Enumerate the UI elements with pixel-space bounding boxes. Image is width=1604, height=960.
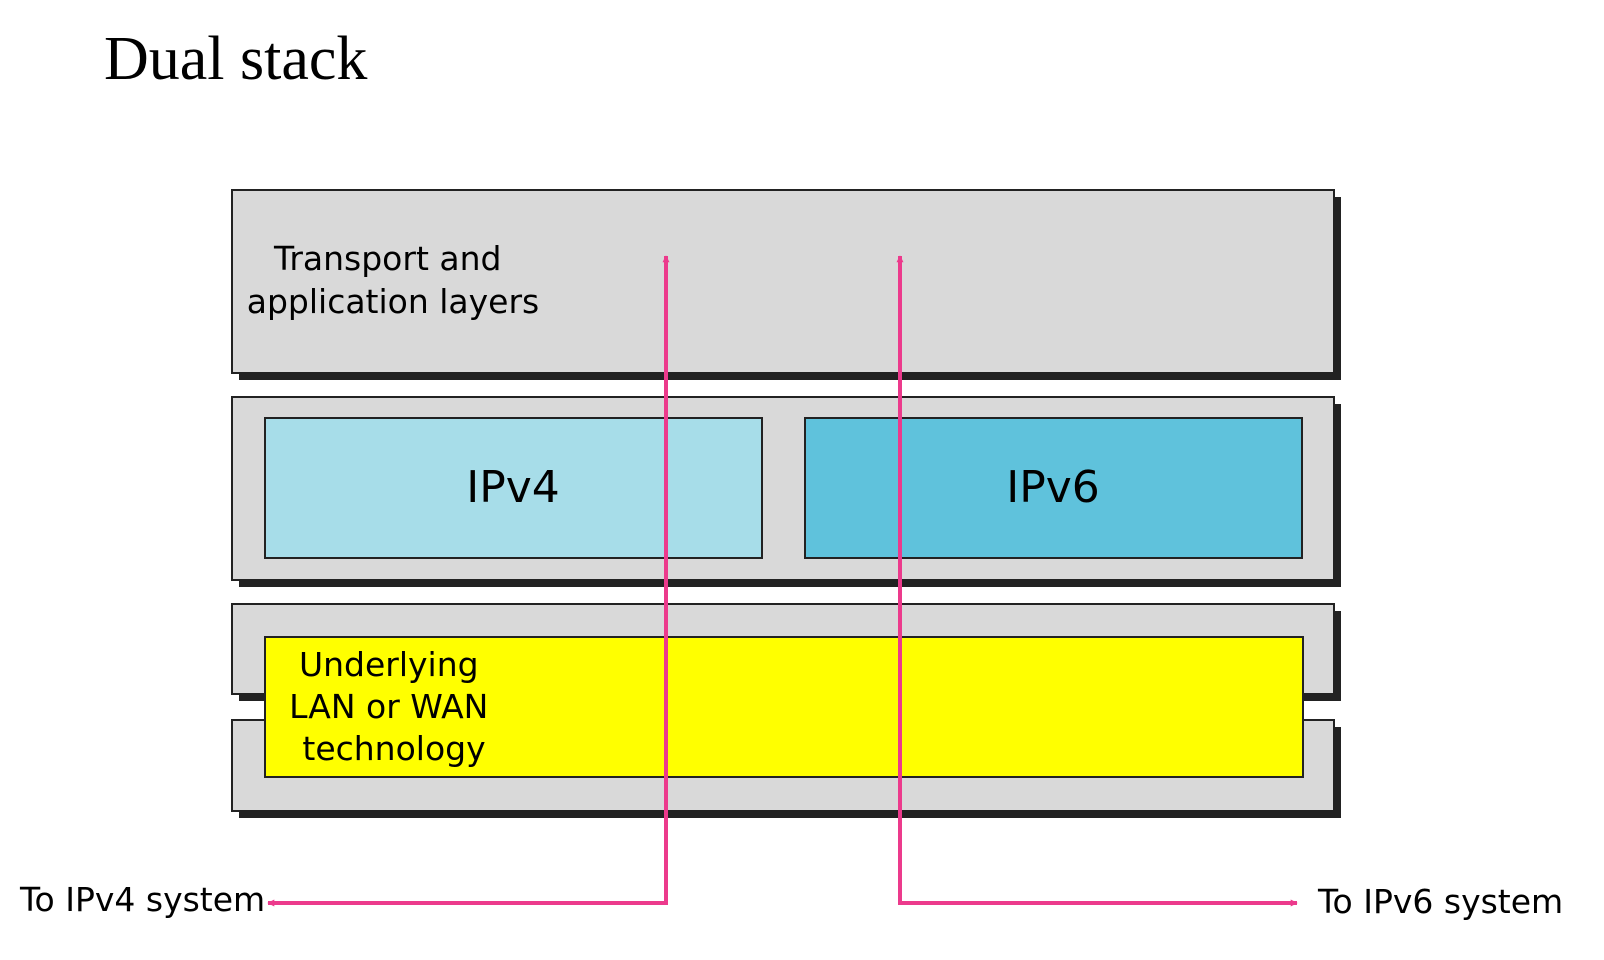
- underlying-label-line-2: LAN or WAN: [289, 687, 488, 726]
- underlying-layer: Underlying LAN or WAN technology: [231, 603, 1341, 818]
- transport-label-line-1: Transport and: [273, 239, 501, 278]
- underlying-label-line-3: technology: [302, 729, 485, 768]
- network-layer: IPv4 IPv6: [231, 396, 1341, 587]
- page-title: Dual stack: [104, 25, 368, 93]
- underlying-label-line-1: Underlying: [299, 645, 479, 684]
- ipv6-label: IPv6: [1006, 462, 1100, 513]
- ipv4-label: IPv4: [466, 462, 560, 513]
- underlying-technology-label: Underlying LAN or WAN technology: [289, 645, 499, 768]
- ipv4-path-arrow: [267, 255, 670, 907]
- transport-layer: Transport and application layers: [231, 189, 1341, 380]
- to-ipv4-system-label: To IPv4 system: [19, 880, 265, 919]
- ipv6-path-arrow: [896, 255, 1298, 907]
- to-ipv6-system-label: To IPv6 system: [1317, 882, 1563, 921]
- transport-label-line-2: application layers: [247, 282, 540, 321]
